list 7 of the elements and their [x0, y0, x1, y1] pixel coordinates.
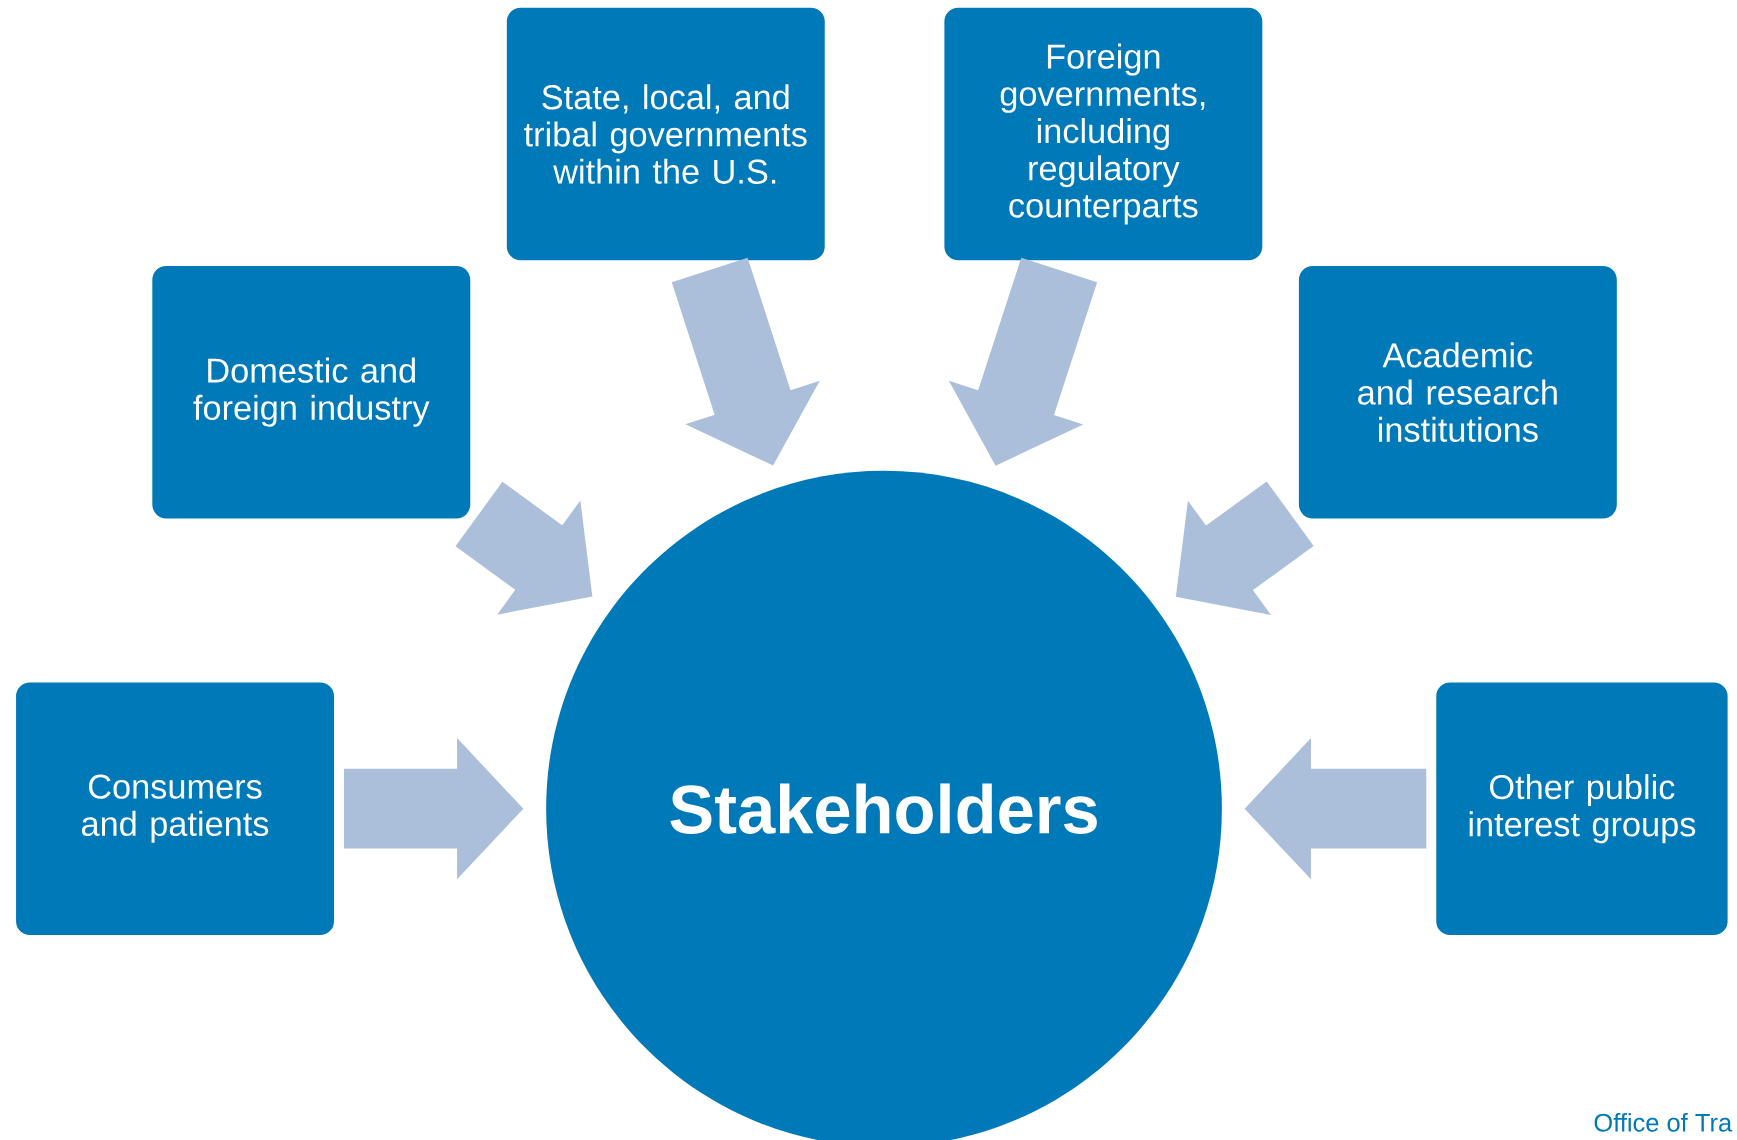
stakeholder-box: Academic and research institutions	[1295, 262, 1621, 522]
footer-text: Office of Tra	[1594, 1113, 1733, 1132]
stakeholder-box: Domestic and foreign industry	[149, 262, 474, 522]
stakeholder-box: State, local, and tribal governments within the U.S.	[503, 4, 829, 264]
stakeholder-box: Foreign governments, including regulatory counterparts	[941, 4, 1266, 264]
stakeholder-box: Consumers and patients	[12, 679, 338, 939]
stakeholder-box: Other public interest groups	[1432, 679, 1731, 939]
